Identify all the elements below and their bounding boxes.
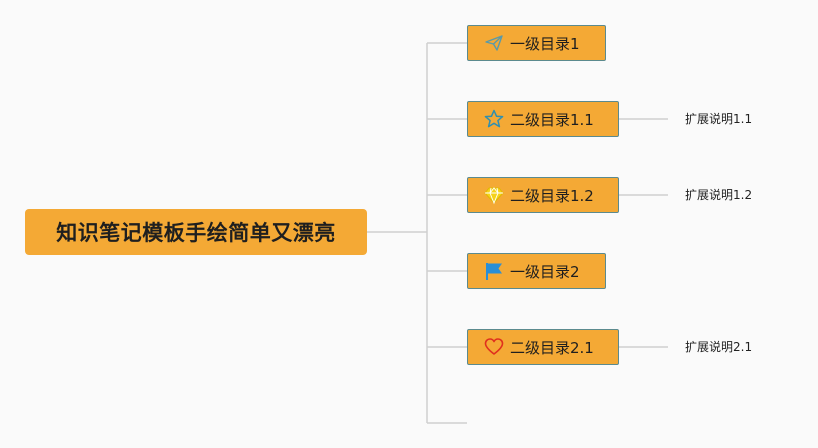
topic-label: 二级目录2.1: [510, 338, 594, 357]
star-icon: [484, 109, 504, 129]
flag-icon: [484, 261, 504, 281]
topic-level1-2[interactable]: 一级目录2: [467, 253, 606, 289]
extension-note-1-2[interactable]: 扩展说明1.2: [685, 188, 753, 202]
topic-label: 一级目录2: [510, 262, 580, 281]
topic-level2-1-2[interactable]: 二级目录1.2: [467, 177, 619, 213]
topic-level2-2-1[interactable]: 二级目录2.1: [467, 329, 619, 365]
root-topic-label: 知识笔记模板手绘简单又漂亮: [56, 221, 336, 245]
topic-level1-1[interactable]: 一级目录1: [467, 25, 606, 61]
heart-icon: [484, 337, 504, 357]
paper-plane-icon: [484, 33, 504, 53]
topic-label: 二级目录1.1: [510, 110, 594, 129]
extension-note-2-1[interactable]: 扩展说明2.1: [685, 340, 753, 354]
topic-label: 二级目录1.2: [510, 186, 594, 205]
diamond-icon: [484, 185, 504, 205]
root-topic[interactable]: 知识笔记模板手绘简单又漂亮: [25, 209, 367, 255]
topic-label: 一级目录1: [510, 34, 580, 53]
topic-level2-1-1[interactable]: 二级目录1.1: [467, 101, 619, 137]
extension-note-1-1[interactable]: 扩展说明1.1: [685, 112, 753, 126]
